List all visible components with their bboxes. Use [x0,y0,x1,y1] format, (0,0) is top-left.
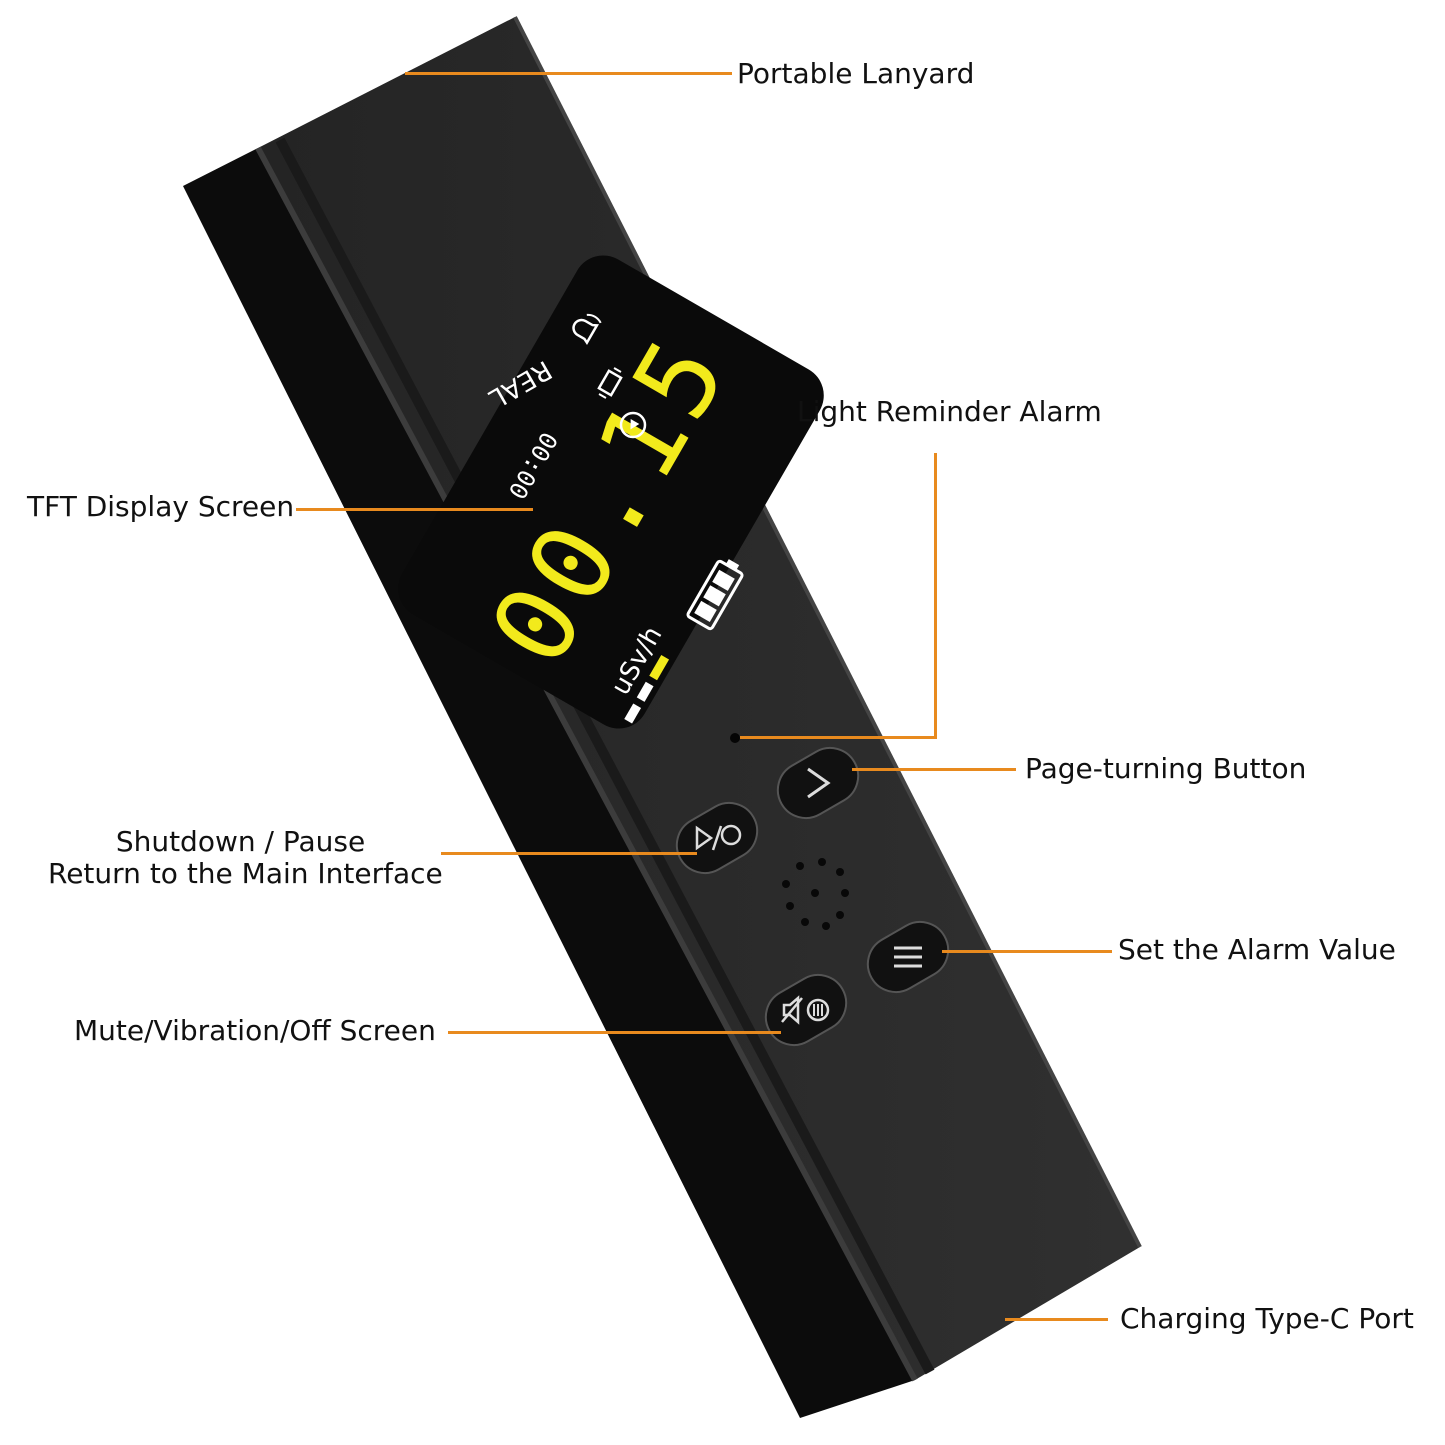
page-turning-button[interactable] [768,738,869,828]
label-set-alarm-value: Set the Alarm Value [1118,933,1396,966]
label-mute-vibration: Mute/Vibration/Off Screen [74,1014,436,1047]
set-alarm-button[interactable] [858,912,959,1002]
menu-icon [894,946,922,968]
leader-shutdown [441,852,697,855]
level-bar [636,681,654,702]
label-shutdown-pause: Shutdown / Pause Return to the Main Inte… [48,825,443,890]
mute-vibration-button[interactable] [756,965,857,1055]
play-icon [619,411,647,439]
leader-portable-lanyard [405,72,732,75]
label-shutdown-line2: Return to the Main Interface [48,857,443,890]
bevel-edge [513,16,1142,1248]
vibration-icon [597,367,623,399]
device-face [258,17,1140,1380]
battery-icon [686,559,744,631]
bell-icon [572,313,602,346]
label-light-reminder-alarm: Light Reminder Alarm [797,395,1102,428]
bevel-line [255,146,918,1382]
speaker-grille [782,858,849,930]
light-indicator [730,733,740,743]
level-bar [649,654,670,681]
level-bar [624,703,642,724]
label-portable-lanyard: Portable Lanyard [737,57,975,90]
leader-set-alarm [942,950,1112,953]
shutdown-pause-button[interactable] [667,793,768,883]
mute-icon [781,995,830,1025]
leader-light-reminder-h [740,736,937,739]
bevel-groove [275,137,935,1375]
leader-charging [1005,1318,1108,1321]
leader-page-turning [852,768,1016,771]
device-side [183,148,915,1418]
leader-light-reminder-v [934,453,937,739]
play-pause-power-icon [695,824,742,851]
chevron-right-icon [807,767,831,799]
label-shutdown-line1: Shutdown / Pause [115,825,366,858]
label-page-turning-button: Page-turning Button [1025,752,1307,785]
label-charging-port: Charging Type-C Port [1120,1302,1414,1335]
label-tft-display-screen: TFT Display Screen [27,490,295,523]
leader-mute [448,1031,781,1034]
leader-tft-display [296,508,533,511]
